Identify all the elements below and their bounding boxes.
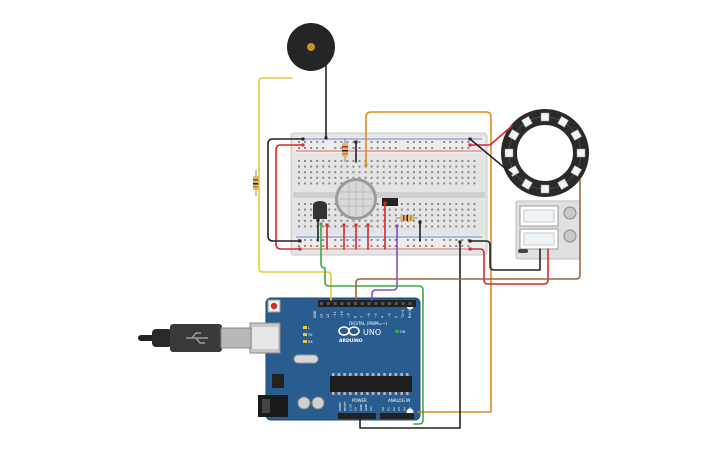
neopixel-led: [521, 178, 533, 190]
black-wire: [267, 138, 304, 242]
resistor: [253, 170, 259, 196]
neopixel-led: [508, 129, 520, 141]
top-pin-label: 13: [320, 314, 324, 318]
analog-label: ANALOG IN: [388, 398, 410, 403]
neopixel-led: [557, 178, 569, 190]
digital-header: [318, 300, 416, 307]
capacitor: [297, 396, 311, 410]
usb-icon: [186, 332, 208, 344]
small-component: [382, 198, 398, 206]
digital-pin-label: ~6: [367, 313, 371, 318]
crystal: [293, 354, 319, 364]
neopixel-led: [540, 184, 550, 194]
digital-pin-label: RX←0: [408, 309, 412, 318]
arduino-model: UNO: [363, 328, 381, 337]
display-module: [515, 200, 581, 260]
resistor: [342, 138, 348, 162]
neopixel-led: [557, 116, 569, 128]
orange-wire: [365, 111, 492, 413]
neopixel-led: [570, 129, 582, 141]
analog-pin-label: A5: [408, 407, 412, 411]
black-wire: [469, 138, 513, 175]
black-wire: [359, 241, 461, 429]
neopixel-led: [540, 112, 550, 122]
neopixel-ring: [501, 109, 589, 197]
digital-pin-label: 8: [353, 316, 357, 318]
wire-endpoints: [298, 136, 472, 251]
knob[interactable]: [563, 206, 577, 220]
top-pin-label: GND: [313, 310, 317, 318]
gas-sensor: [335, 178, 377, 220]
led-on-label: ON: [400, 330, 406, 334]
usb-cable: [138, 324, 252, 352]
knob[interactable]: [563, 229, 577, 243]
power-header: [338, 413, 376, 419]
status-leds: L TX RX ON: [303, 326, 406, 344]
power-label: POWER: [352, 398, 367, 403]
top-pin-label: 12: [326, 314, 330, 318]
digital-pin-label: ~9: [347, 313, 351, 318]
power-pin-label: 5V: [354, 406, 358, 411]
voltage-regulator: [272, 374, 284, 388]
piezo-buzzer: [287, 23, 335, 71]
analog-pin-label: A4: [403, 407, 407, 411]
power-pin-label: Vin: [369, 406, 373, 411]
power-pin-label: GND: [364, 403, 368, 411]
led-l-label: L: [308, 326, 310, 330]
digital-pin-label: ~10: [340, 311, 344, 318]
analog-pin-label: A1: [386, 407, 390, 411]
led-tx-label: TX: [307, 333, 313, 337]
capacitor: [311, 396, 325, 410]
black-wire: [469, 240, 541, 271]
digital-pin-label: 7: [360, 316, 364, 318]
red-wire: [469, 248, 549, 285]
power-pin-label: GND: [359, 403, 363, 411]
digital-pin-label: ~11: [333, 311, 337, 318]
purple-wire: [371, 225, 398, 301]
analog-pin-label: A0: [381, 407, 385, 411]
neopixel-led: [504, 148, 514, 158]
digital-pin-label: ~3: [387, 313, 391, 318]
digital-pin-label: 2: [394, 316, 398, 318]
neopixel-leds: [504, 112, 586, 194]
yellow-wire: [258, 77, 332, 301]
analog-pin-label: A3: [397, 407, 401, 411]
green-wire: [320, 223, 424, 425]
neopixel-led: [521, 116, 533, 128]
digital-label: DIGITAL (PWM=~): [349, 321, 388, 326]
atmega-chip: [330, 376, 412, 392]
analog-pin-label: A2: [392, 407, 396, 411]
power-pin-label: RESET: [343, 401, 347, 411]
red-wire: [275, 144, 304, 250]
temperature-sensor: [313, 201, 327, 219]
resistor: [396, 215, 418, 221]
analog-header: [380, 413, 414, 419]
led-rx-label: RX: [308, 340, 313, 344]
arduino-logo: ARDUINO UNO: [338, 326, 381, 344]
power-pin-label: IOREF: [338, 402, 342, 411]
arduino-brand: ARDUINO: [339, 338, 363, 344]
digital-pin-label: 4: [381, 316, 385, 318]
neopixel-led: [570, 165, 582, 177]
brown-wire: [355, 179, 581, 300]
digital-pin-label: ~5: [374, 313, 378, 318]
power-pin-label: 3.3V: [348, 403, 352, 411]
digital-pin-label: TX→1: [401, 309, 405, 319]
neopixel-led: [576, 148, 586, 158]
